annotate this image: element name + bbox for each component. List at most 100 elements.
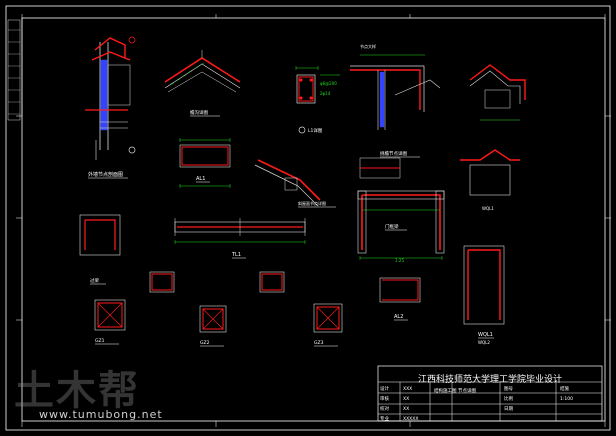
slope-rebar [257,159,321,201]
eave-label: 挑檐节点详图 [380,150,407,157]
tb-left-value: XX [403,406,409,412]
right-gutter-box [484,89,511,109]
al1-section [179,144,231,168]
slope-label: 斜屋面节点详图 [298,200,326,206]
binding-strip [7,19,21,121]
l1-bar [309,96,313,100]
tb-right-value: 1:100 [560,396,573,402]
slope-outline [254,164,319,207]
tb-left-value: XXXXX [403,416,418,422]
inner-frame [21,17,606,422]
tb-left-value: XX [403,396,409,402]
gz2-tie [202,308,224,330]
tb-right-label: 比例 [504,395,513,402]
watermark-url: www.tumubong.net [39,408,163,421]
tb-right-label: 日期 [504,406,513,412]
al2-rebar [382,279,419,301]
title-block-outline [377,365,603,422]
eave-sub: 节点大样 [360,43,376,49]
wall-section-node-marker [128,146,136,154]
al1-label: AL1 [196,176,205,182]
gz3-label: GZ3 [314,340,324,346]
l1-callout: φ6@200 [320,81,337,86]
tb-left-label: 设计 [380,385,389,392]
tb-left-label: 专业 [380,415,389,422]
sec-b [259,271,285,293]
gutter-label: 檐沟详图 [190,109,208,116]
watermark-chars: 土木帮 [14,368,140,414]
wall-section-rebar [94,37,126,58]
watermark-logo: 土木帮 www.tumubong.net [14,358,174,428]
tb-left-value: XXX [403,386,412,392]
ridge-hatch [187,70,193,74]
portal-left-col [357,190,367,254]
tb-right-value: 结施 [560,385,569,392]
lintel-outline [79,214,121,256]
gz2-rebar [202,308,224,330]
right-col-rebar [460,149,520,161]
portal-label: 门框梁 [385,223,399,230]
l1-label: L1详图 [308,127,323,134]
eave-outline [350,65,425,112]
gz1-outline [94,299,126,331]
eave-rebar [350,69,421,110]
eave-slope [394,79,441,96]
ridge-hatch [199,62,205,66]
sec-b-rebar [261,273,283,291]
l1-bar [299,78,303,82]
right-gutter-rebar [469,64,526,100]
sec-a-rebar [151,273,173,291]
gz1-label: GZ1 [95,338,105,344]
al2-outline [379,277,421,303]
wql2-label: WQL2 [478,340,490,345]
gz2-label: GZ2 [200,340,210,346]
portal-scale: 1:25 [395,258,404,263]
gz1-rebar [97,302,123,328]
tb-mid-label: 结构施工图 [434,387,457,394]
l1-rebar [298,76,314,102]
al1-rebar [181,146,229,166]
ridge-outline [167,71,237,93]
tb-left-label: 校对 [380,405,389,412]
wall-section-window [107,64,131,106]
tb-left-label: 审核 [380,395,389,402]
wall-section-node-marker [128,36,136,44]
wql-outline [463,245,505,325]
right-col-label: WQL1 [482,206,494,211]
tl1-label: TL1 [231,252,241,258]
ridge-outline [164,63,241,89]
eave-insulation [379,71,385,128]
right-col-box [469,164,511,196]
gz3-tie [316,306,340,330]
wall-section-label: 外墙节点剖面图 [88,171,123,178]
right-gutter-outline [469,70,521,104]
lintel-rebar [85,219,116,250]
ridge-hatch [181,74,187,78]
lintel-label: 过梁 [90,277,99,284]
ridge-hatch [175,78,181,82]
l1-section [296,74,316,104]
wql1-label: WQL1 [478,332,493,338]
wall-section-rebar [91,51,131,61]
wall-section-insulation [100,59,108,131]
ridge-rebar [164,57,241,83]
gz2-outline [199,305,227,333]
title-block-title: 江西科技师范大学理工学院毕业设计 [417,375,562,385]
al2-label: AL2 [394,314,403,320]
tb-drawing-name: 节点详图 [458,387,476,394]
l1-callout: 2φ14 [320,91,331,96]
sec-a [149,271,175,293]
ridge-hatch [169,82,175,86]
ridge-hatch [193,66,199,70]
gz1-tie [97,302,123,328]
tb-right-label: 图号 [504,386,513,392]
slope-tie [284,177,298,191]
l1-marker [298,126,306,134]
l1-bar [309,78,313,82]
wql-rebar [468,249,501,320]
portal-right-col [435,190,445,254]
gz3-outline [313,303,343,333]
gz3-rebar [316,306,340,330]
